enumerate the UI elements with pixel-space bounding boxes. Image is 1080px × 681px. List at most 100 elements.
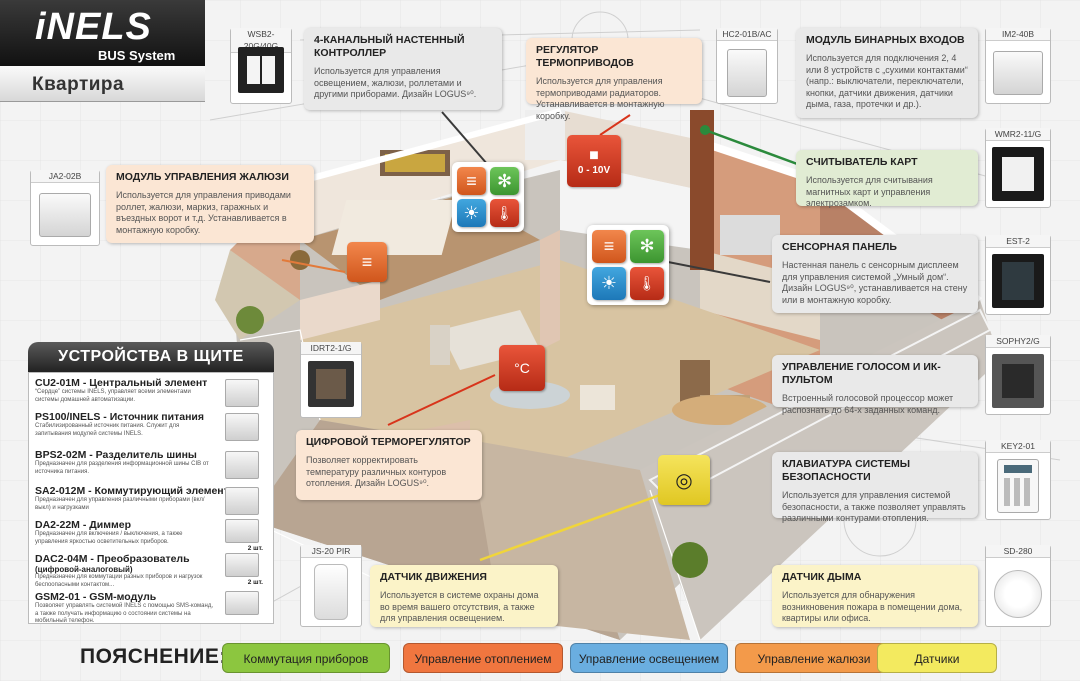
list-item: SA2-012M - Коммутирующий элемент Предназ… <box>35 485 265 515</box>
keypad-icon <box>997 459 1039 513</box>
legend-switching: Коммутация приборов <box>222 643 390 673</box>
din-module-icon <box>225 487 259 515</box>
card-title: УПРАВЛЕНИЕ ГОЛОСОМ И ИК-ПУЛЬТОМ <box>782 361 941 386</box>
title-banner <box>0 66 205 102</box>
thermostat-icon <box>308 361 354 407</box>
card-title: КЛАВИАТУРА СИСТЕМЫ БЕЗОПАСНОСТИ <box>782 458 910 483</box>
card-text: Используется для управления термопривода… <box>536 76 665 121</box>
card-voice-ir: УПРАВЛЕНИЕ ГОЛОСОМ И ИК-ПУЛЬТОМ Встроенн… <box>772 355 978 415</box>
card-title: ДАТЧИК ДВИЖЕНИЯ <box>380 571 487 583</box>
device-im2: IM2-40B <box>985 28 1051 104</box>
list-item: DAC2-04M - Преобразователь (цифровой-ана… <box>35 553 265 589</box>
device-js20: JS-20 PIR <box>300 545 362 627</box>
item-name: SA2-012M - Коммутирующий элемент <box>35 485 229 497</box>
bulb-icon: ☀ <box>457 199 486 227</box>
wall-switch-icon <box>238 47 284 93</box>
device-ja2: JA2-02B <box>30 170 100 246</box>
bulb-icon: ☀ <box>592 267 626 300</box>
card-title: МОДУЛЬ УПРАВЛЕНИЯ ЖАЛЮЗИ <box>116 171 289 183</box>
blinds-icon: ≡ <box>592 230 626 263</box>
item-desc: Позволяет управлять системой INELS с пом… <box>35 603 213 624</box>
device-wmr2-label: WMR2-11/G <box>986 128 1050 141</box>
din-module-icon <box>225 553 259 577</box>
card-title: РЕГУЛЯТОР ТЕРМОПРИВОДОВ <box>536 44 634 69</box>
item-subname: (цифровой-аналоговый) <box>35 565 133 574</box>
list-item: PS100/INELS - Источник питания Стабилизи… <box>35 411 265 441</box>
item-name: DAC2-04M - Преобразователь <box>35 553 190 565</box>
item-name: DA2-22M - Диммер <box>35 519 131 531</box>
device-sd280-label: SD-280 <box>986 545 1050 558</box>
thermo-drive-tile: ■ 0 - 10V <box>567 135 621 187</box>
device-key2: KEY2-01 <box>985 440 1051 520</box>
item-qty: 2 шт. <box>247 545 263 552</box>
item-desc: Предназначен для включения / выключения,… <box>35 531 183 545</box>
legend-heating: Управление отоплением <box>403 643 563 673</box>
card-text: Используется для обнаружения возникновен… <box>782 590 963 623</box>
device-sophy-label: SOPHY2/G <box>986 335 1050 348</box>
item-desc: “Сердце” системы INELS, управляет всеми … <box>35 389 191 403</box>
card-thermo-drive: РЕГУЛЯТОР ТЕРМОПРИВОДОВ Используется для… <box>526 38 702 121</box>
touch-panel-tiles: ≡ ✻ ☀ 🌡 <box>587 225 669 305</box>
list-item: GSM2-01 - GSM-модуль Позволяет управлять… <box>35 591 265 626</box>
fan-icon: ✻ <box>630 230 664 263</box>
smoke-detector-icon <box>994 570 1042 618</box>
binary-module-icon <box>993 51 1043 95</box>
controller-panel: ≡ ✻ ☀ 🌡 <box>452 162 524 232</box>
card-motion-sensor: ДАТЧИК ДВИЖЕНИЯ Используется в системе о… <box>370 565 558 627</box>
thermostat-tile: °C <box>499 345 545 391</box>
card-text: Используется для считывания магнитных ка… <box>806 175 933 208</box>
legend-lighting: Управление освещением <box>570 643 728 673</box>
voice-control-icon <box>992 354 1044 408</box>
card-title: ДАТЧИК ДЫМА <box>782 571 862 583</box>
legend-sensors: Датчики <box>877 643 997 673</box>
card-title: ЦИФРОВОЙ ТЕРМОРЕГУЛЯТОР <box>306 436 471 448</box>
din-module-icon <box>225 413 259 441</box>
item-desc: Предназначен для разделения информационн… <box>35 461 209 475</box>
din-module-icon <box>225 519 259 543</box>
item-qty: 2 шт. <box>247 579 263 586</box>
item-desc: Предназначен для управления различными п… <box>35 497 205 511</box>
device-key2-label: KEY2-01 <box>986 440 1050 453</box>
device-hc2: HC2-01B/AC <box>716 28 778 104</box>
card-text: Используется для управления освещением, … <box>314 66 477 99</box>
device-est2: EST-2 <box>985 235 1051 315</box>
logo-subtitle: BUS System <box>98 48 176 63</box>
card-text: Используется для управления приводами ро… <box>116 190 291 235</box>
card-security-keypad: КЛАВИАТУРА СИСТЕМЫ БЕЗОПАСНОСТИ Использу… <box>772 452 978 523</box>
legend-title: ПОЯСНЕНИЕ: <box>80 645 227 668</box>
card-text: Используется в системе охраны дома во вр… <box>380 590 539 623</box>
legend-blinds: Управление жалюзи <box>735 643 893 673</box>
item-name: GSM2-01 - GSM-модуль <box>35 591 157 603</box>
item-name: BPS2-02M - Разделитель шины <box>35 449 197 461</box>
thermometer-icon: 🌡 <box>490 199 519 227</box>
temp-unit: °C <box>514 360 530 376</box>
card-wall-controller: 4-КАНАЛЬНЫЙ НАСТЕННЫЙ КОНТРОЛЛЕР Использ… <box>304 28 502 110</box>
item-desc: Предназначен для коммутации разных прибо… <box>35 574 203 588</box>
item-desc: Стабилизированный источник питания. Служ… <box>35 423 180 437</box>
card-reader-icon <box>992 147 1044 201</box>
item-name: PS100/INELS - Источник питания <box>35 411 205 423</box>
blinds-tile: ≡ <box>347 242 387 282</box>
device-wmr2: WMR2-11/G <box>985 128 1051 208</box>
card-title: СЕНСОРНАЯ ПАНЕЛЬ <box>782 241 897 253</box>
card-text: Используется для управления системой без… <box>782 490 966 523</box>
device-im2-label: IM2-40B <box>986 28 1050 41</box>
blinds-module-icon <box>39 193 91 237</box>
card-text: Позволяет корректировать температуру раз… <box>306 455 447 488</box>
device-js20-label: JS-20 PIR <box>301 545 361 558</box>
list-item: BPS2-02M - Разделитель шины Предназначен… <box>35 449 265 479</box>
logo-banner <box>0 0 205 66</box>
device-wsb2: WSB2-20G/40G <box>230 28 292 104</box>
device-sophy: SOPHY2/G <box>985 335 1051 415</box>
page-title: Квартира <box>32 74 125 95</box>
device-idrt2-label: IDRT2-1/G <box>301 342 361 355</box>
card-card-reader: СЧИТЫВАТЕЛЬ КАРТ Используется для считыв… <box>796 150 978 208</box>
card-text: Используется для подключения 2, 4 или 8 … <box>806 53 968 109</box>
card-text: Встроенный голосовой процессор может рас… <box>782 393 954 415</box>
list-item: CU2-01M - Центральный элемент “Сердце” с… <box>35 377 265 407</box>
card-smoke-sensor: ДАТЧИК ДЫМА Используется для обнаружения… <box>772 565 978 627</box>
card-blinds-module: МОДУЛЬ УПРАВЛЕНИЯ ЖАЛЮЗИ Используется дл… <box>106 165 314 243</box>
item-name: CU2-01M - Центральный элемент <box>35 377 208 389</box>
touch-panel-icon <box>992 254 1044 308</box>
din-module-icon <box>225 379 259 407</box>
